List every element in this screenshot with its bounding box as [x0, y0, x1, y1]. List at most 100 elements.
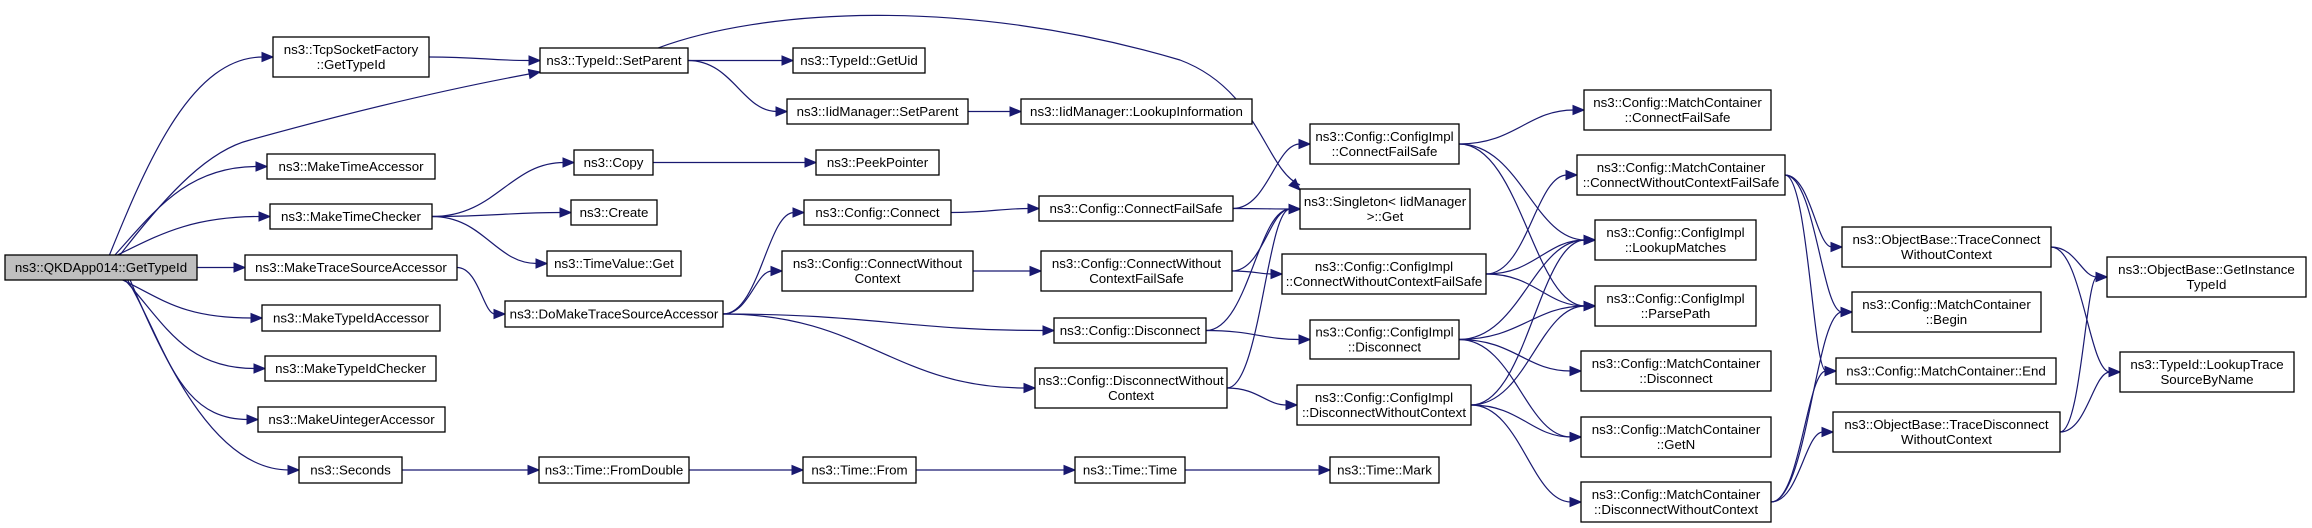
edge-mtc-to-copy	[431, 157, 576, 218]
arrowhead-icon	[775, 106, 789, 117]
function-node[interactable]: ns3::MakeTypeIdAccessor	[261, 304, 441, 332]
edge-line	[1232, 143, 1301, 210]
function-node[interactable]: ns3::MakeTypeIdChecker	[264, 355, 437, 382]
function-node[interactable]: ns3::Create	[570, 199, 658, 226]
function-node[interactable]: ns3::Config::ConfigImpl::DisconnectWitho…	[1296, 384, 1472, 426]
node-label: ns3::Config::ConfigImpl	[1315, 129, 1453, 144]
node-box	[1034, 367, 1228, 409]
edge-ccfs-to-cicfs	[1232, 138, 1312, 210]
function-node[interactable]: ns3::IidManager::SetParent	[786, 98, 969, 125]
node-label: ::DisconnectWithoutContext	[1302, 405, 1466, 420]
function-node[interactable]: ns3::Config::ConfigImpl::ParsePath	[1594, 285, 1757, 327]
node-label: ns3::MakeTimeAccessor	[278, 159, 424, 174]
function-node[interactable]: ns3::Config::ConfigImpl::ConnectWithoutC…	[1281, 253, 1487, 295]
function-node[interactable]: ns3::TypeId::SetParent	[539, 47, 689, 74]
node-box	[266, 153, 436, 180]
function-node[interactable]: ns3::Config::Disconnect	[1053, 317, 1207, 344]
nodes-layer: ns3::QKDApp014::GetTypeId ns3::TcpSocketF…	[4, 36, 2307, 523]
node-box	[573, 149, 654, 176]
edge-line	[2050, 246, 2111, 373]
edge-line	[722, 313, 1045, 332]
edge-root-to-setparent	[119, 68, 542, 256]
function-node[interactable]: ns3::ObjectBase::TraceDisconnectWithoutC…	[1832, 411, 2061, 453]
edge-cidwc-to-parsepath	[1470, 300, 1597, 406]
node-box	[1576, 154, 1786, 196]
node-label: ns3::Config::MatchContainer	[1592, 356, 1761, 371]
function-node[interactable]: ns3::Config::ConnectWithoutContextFailSa…	[1040, 250, 1233, 292]
function-node[interactable]: ns3::Config::ConfigImpl::LookupMatches	[1594, 219, 1757, 261]
function-node[interactable]: ns3::ObjectBase::TraceConnectWithoutCont…	[1841, 226, 2052, 268]
function-node[interactable]: ns3::Config::MatchContainer::ConnectWith…	[1576, 154, 1786, 196]
function-node[interactable]: ns3::Config::ConfigImpl::Disconnect	[1309, 319, 1460, 360]
node-box	[1832, 411, 2061, 453]
function-node[interactable]: ns3::Config::ConfigImpl::ConnectFailSafe	[1309, 123, 1460, 165]
edge-cidisc-to-mcgetn	[1458, 338, 1583, 443]
node-label: Context	[1108, 388, 1154, 403]
function-node[interactable]: ns3::Seconds	[298, 456, 403, 484]
edge-mcdwc-to-mcbegin	[1770, 306, 1854, 503]
edge-cidisc-to-mcdisc	[1458, 338, 1583, 377]
edges-layer	[108, 14, 2122, 508]
function-node[interactable]: ns3::PeekPointer	[815, 149, 940, 176]
function-node[interactable]: ns3::IidManager::LookupInformation	[1020, 98, 1253, 125]
function-node[interactable]: ns3::MakeTraceSourceAccessor	[244, 254, 458, 281]
node-label: ns3::Config::ConfigImpl	[1606, 225, 1744, 240]
function-node[interactable]: ns3::Config::ConnectWithoutContext	[781, 250, 974, 292]
edge-line	[431, 211, 562, 218]
edge-mtc-to-create	[431, 207, 573, 218]
edge-line	[1470, 305, 1586, 406]
function-node[interactable]: ns3::Time::FromDouble	[538, 456, 690, 484]
edge-line	[722, 270, 773, 315]
node-label: ::GetTypeId	[317, 57, 386, 72]
function-node[interactable]: ns3::DoMakeTraceSourceAccessor	[504, 300, 724, 328]
arrowhead-icon	[1009, 106, 1023, 117]
function-node[interactable]: ns3::MakeTimeAccessor	[266, 153, 436, 180]
function-node[interactable]: ns3::Config::DisconnectWithoutContext	[1034, 367, 1228, 409]
node-label: TypeId	[2187, 277, 2227, 292]
function-node[interactable]: ns3::Config::Connect	[803, 199, 952, 226]
edge-line	[687, 59, 778, 113]
function-node[interactable]: ns3::Time::From	[802, 456, 917, 484]
function-node[interactable]: ns3::Config::MatchContainer::DisconnectW…	[1580, 481, 1772, 523]
node-box	[1580, 350, 1772, 392]
edge-root-to-mtc	[117, 211, 272, 256]
edge-line	[657, 14, 1301, 186]
function-node[interactable]: ns3::Singleton< IidManager>::Get	[1299, 188, 1471, 230]
function-node[interactable]: ns3::Time::Mark	[1329, 456, 1440, 484]
arrowhead-icon	[1027, 203, 1041, 214]
function-node[interactable]: ns3::Copy	[573, 149, 654, 176]
function-node[interactable]: ns3::TypeId::GetUid	[792, 47, 926, 74]
arrowhead-icon	[781, 55, 795, 66]
arrowhead-icon	[1583, 234, 1597, 246]
function-node[interactable]: ns3::TcpSocketFactory::GetTypeId	[272, 36, 430, 78]
function-node[interactable]: ns3::Config::MatchContainer::Disconnect	[1580, 350, 1772, 392]
function-node[interactable]: ns3::Config::ConnectFailSafe	[1038, 195, 1234, 222]
edge-line	[1485, 174, 1568, 275]
function-node[interactable]: ns3::Config::MatchContainer::End	[1835, 357, 2057, 385]
root-function-node[interactable]: ns3::QKDApp014::GetTypeId	[4, 254, 198, 281]
node-box	[1281, 253, 1487, 295]
function-node[interactable]: ns3::Config::MatchContainer::ConnectFail…	[1583, 89, 1772, 131]
node-label: ns3::Config::DisconnectWithout	[1038, 373, 1224, 388]
function-node[interactable]: ns3::Config::MatchContainer::Begin	[1851, 291, 2042, 333]
edge-line	[1470, 404, 1572, 438]
arrowhead-icon	[253, 363, 267, 374]
node-label: ns3::Config::ConfigImpl	[1315, 259, 1453, 274]
function-node[interactable]: ns3::MakeTimeChecker	[269, 203, 433, 230]
function-node[interactable]: ns3::Time::Time	[1074, 456, 1186, 484]
node-label: ns3::Config::ConfigImpl	[1315, 390, 1453, 405]
edge-line	[122, 279, 253, 319]
function-node[interactable]: ns3::MakeUintegerAccessor	[257, 406, 446, 433]
node-label: >::Get	[1367, 209, 1404, 224]
node-label: ::LookupMatches	[1625, 240, 1727, 255]
function-node[interactable]: ns3::Config::MatchContainer::GetN	[1580, 416, 1772, 458]
node-label: WithoutContext	[1901, 247, 1992, 262]
edge-line	[1232, 207, 1291, 210]
function-node[interactable]: ns3::TimeValue::Get	[546, 250, 682, 277]
arrowhead-icon	[1285, 399, 1299, 411]
node-box	[1038, 195, 1234, 222]
node-label: ns3::Config::MatchContainer	[1592, 422, 1761, 437]
